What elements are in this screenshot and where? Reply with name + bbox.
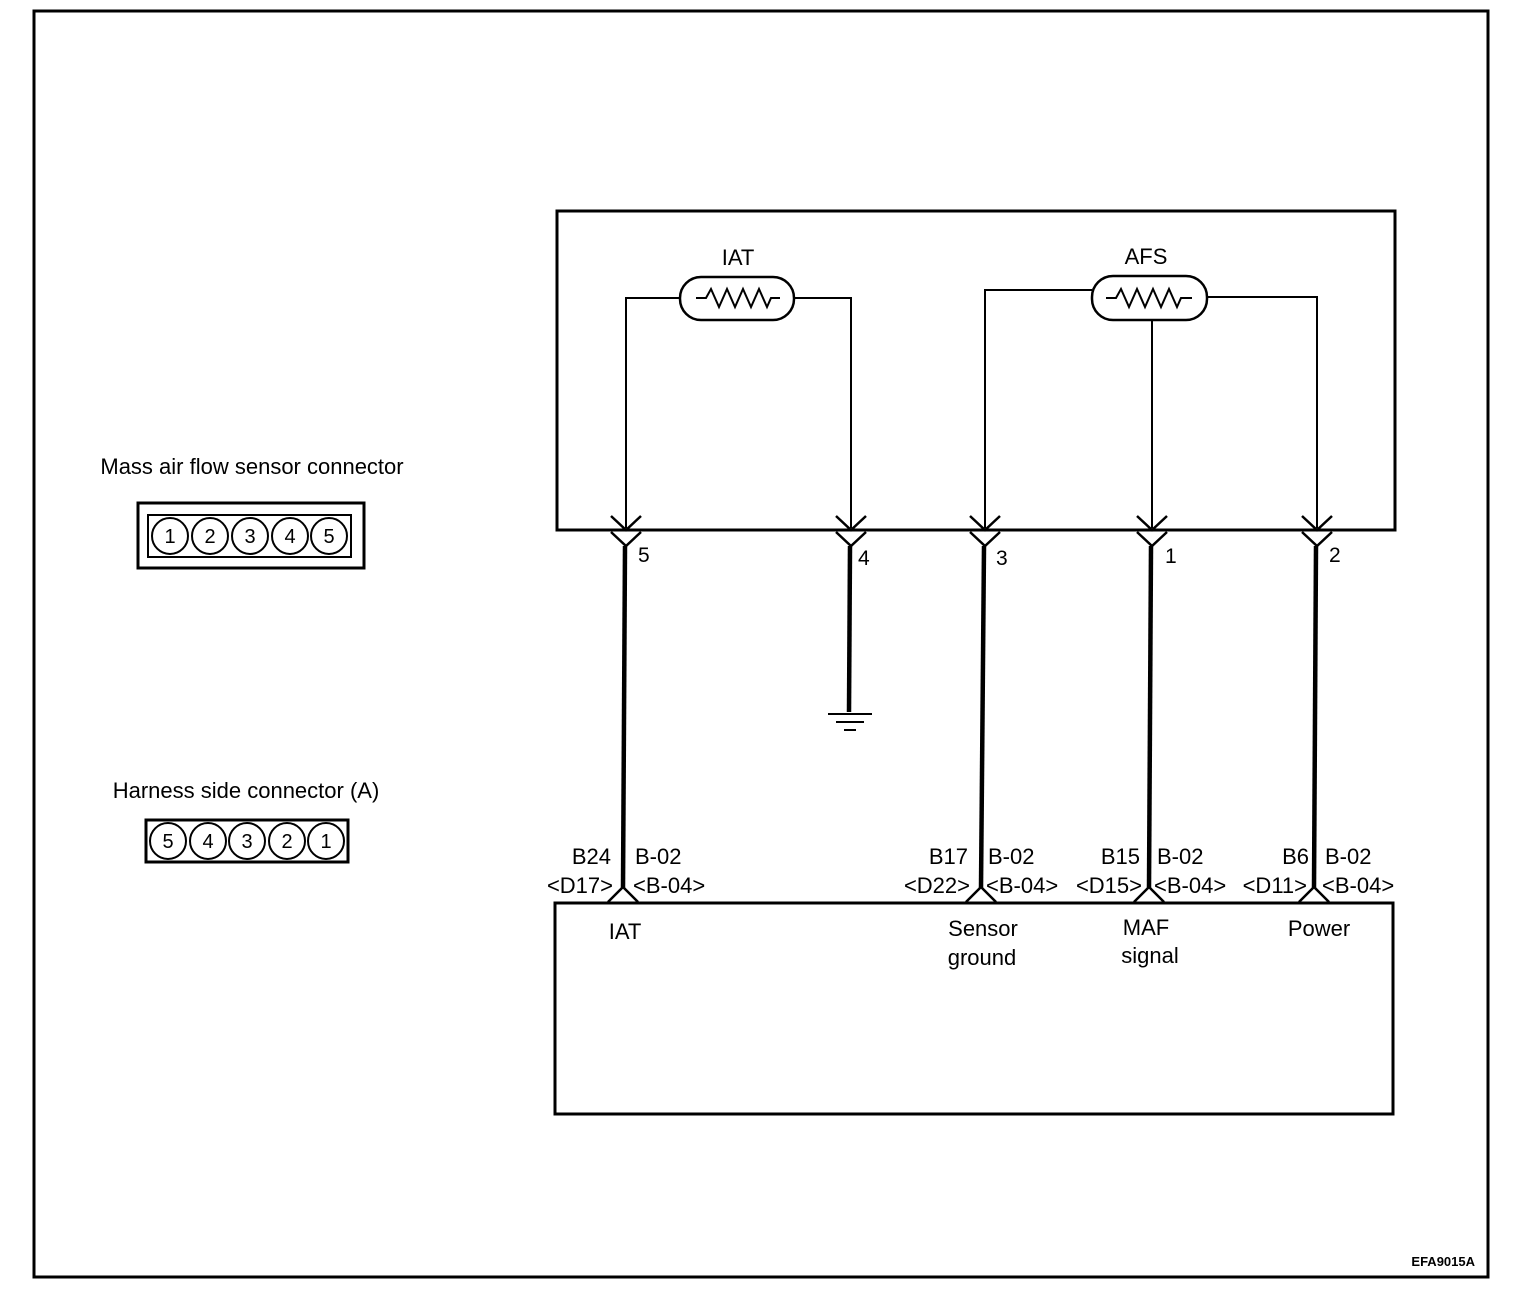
afs-wire-right-internal bbox=[1207, 296, 1318, 528]
svg-text:B-02: B-02 bbox=[988, 844, 1034, 869]
svg-text:<D11>: <D11> bbox=[1243, 873, 1307, 898]
sensor-connector-pin-2: 2 bbox=[191, 517, 229, 555]
outer-frame bbox=[32, 9, 1490, 1279]
svg-text:signal: signal bbox=[1121, 943, 1178, 968]
wire-ground-pin4 bbox=[846, 545, 853, 713]
pin-number-2: 2 bbox=[1329, 544, 1341, 567]
pin-number-3: 3 bbox=[996, 547, 1008, 570]
sensor-connector-pin-5: 5 bbox=[310, 517, 348, 555]
iat-sensor-label: IAT bbox=[722, 245, 755, 270]
pin-number-1: 1 bbox=[1165, 545, 1177, 568]
svg-text:3: 3 bbox=[241, 831, 252, 853]
wire-sensor-ground bbox=[978, 545, 987, 889]
svg-text:Power: Power bbox=[1288, 916, 1350, 941]
harness-connector-pin-3: 3 bbox=[228, 822, 266, 860]
sensor-pin-chevrons bbox=[610, 515, 1333, 548]
sensor-connector-title: Mass air flow sensor connector bbox=[100, 454, 403, 479]
svg-text:4: 4 bbox=[202, 831, 213, 853]
harness-connector-face: 5 4 3 2 1 bbox=[144, 818, 350, 864]
svg-text:<D22>: <D22> bbox=[904, 873, 970, 898]
harness-connector-pin-1: 1 bbox=[307, 822, 345, 860]
ecm-terminal-maf-signal: B15 B-02 <D15> <B-04> MAF signal bbox=[1076, 844, 1226, 968]
ecm-terminal-power: B6 B-02 <D11> <B-04> Power bbox=[1243, 844, 1395, 941]
harness-wires bbox=[620, 545, 1319, 889]
svg-text:B-02: B-02 bbox=[635, 844, 681, 869]
sensor-connector-pin-3: 3 bbox=[231, 517, 269, 555]
svg-text:<B-04>: <B-04> bbox=[633, 873, 705, 898]
ecm-box bbox=[553, 901, 1395, 1116]
iat-thermistor-symbol bbox=[678, 275, 796, 322]
afs-sensor-label: AFS bbox=[1125, 244, 1168, 269]
svg-text:ground: ground bbox=[948, 945, 1017, 970]
figure-code: EFA9015A bbox=[1411, 1254, 1475, 1269]
svg-text:MAF: MAF bbox=[1123, 915, 1169, 940]
iat-wire-right-internal bbox=[794, 297, 852, 528]
svg-text:1: 1 bbox=[320, 831, 331, 853]
svg-text:<B-04>: <B-04> bbox=[1322, 873, 1394, 898]
afs-element-symbol bbox=[1090, 274, 1209, 322]
svg-text:B6: B6 bbox=[1282, 844, 1309, 869]
svg-text:5: 5 bbox=[323, 526, 334, 548]
svg-text:<D15>: <D15> bbox=[1076, 873, 1142, 898]
ecm-pin-chevrons bbox=[607, 885, 1330, 903]
pin-number-4: 4 bbox=[858, 547, 870, 570]
iat-wire-left-internal bbox=[625, 297, 680, 528]
harness-connector-pin-5: 5 bbox=[149, 822, 187, 860]
svg-text:4: 4 bbox=[284, 526, 295, 548]
svg-text:B15: B15 bbox=[1101, 844, 1140, 869]
harness-connector-title: Harness side connector (A) bbox=[113, 778, 380, 803]
ecm-terminal-iat: B24 B-02 <D17> <B-04> IAT bbox=[547, 844, 705, 944]
svg-text:B-02: B-02 bbox=[1157, 844, 1203, 869]
svg-text:2: 2 bbox=[204, 526, 215, 548]
svg-text:1: 1 bbox=[164, 526, 175, 548]
svg-text:<B-04>: <B-04> bbox=[986, 873, 1058, 898]
sensor-connector-face: 1 2 3 4 5 bbox=[136, 501, 366, 570]
harness-connector-pin-2: 2 bbox=[268, 822, 306, 860]
afs-wire-left-internal bbox=[984, 289, 1092, 528]
ground-icon bbox=[828, 713, 872, 731]
pin-number-5: 5 bbox=[638, 544, 650, 567]
harness-connector-pin-4: 4 bbox=[189, 822, 227, 860]
wire-iat bbox=[620, 545, 628, 889]
svg-text:B-02: B-02 bbox=[1325, 844, 1371, 869]
svg-text:B24: B24 bbox=[572, 844, 611, 869]
svg-text:3: 3 bbox=[244, 526, 255, 548]
svg-text:IAT: IAT bbox=[609, 919, 642, 944]
wire-power bbox=[1311, 545, 1319, 889]
wire-maf-signal bbox=[1146, 545, 1154, 889]
svg-text:<D17>: <D17> bbox=[547, 873, 613, 898]
svg-text:5: 5 bbox=[162, 831, 173, 853]
svg-text:Sensor: Sensor bbox=[948, 916, 1018, 941]
svg-text:2: 2 bbox=[281, 831, 292, 853]
svg-text:<B-04>: <B-04> bbox=[1154, 873, 1226, 898]
sensor-connector-pin-1: 1 bbox=[151, 517, 189, 555]
sensor-connector-pin-4: 4 bbox=[271, 517, 309, 555]
ecm-terminal-sensor-ground: B17 B-02 <D22> <B-04> Sensor ground bbox=[904, 844, 1058, 970]
maf-sensor-box bbox=[555, 209, 1397, 532]
svg-text:B17: B17 bbox=[929, 844, 968, 869]
